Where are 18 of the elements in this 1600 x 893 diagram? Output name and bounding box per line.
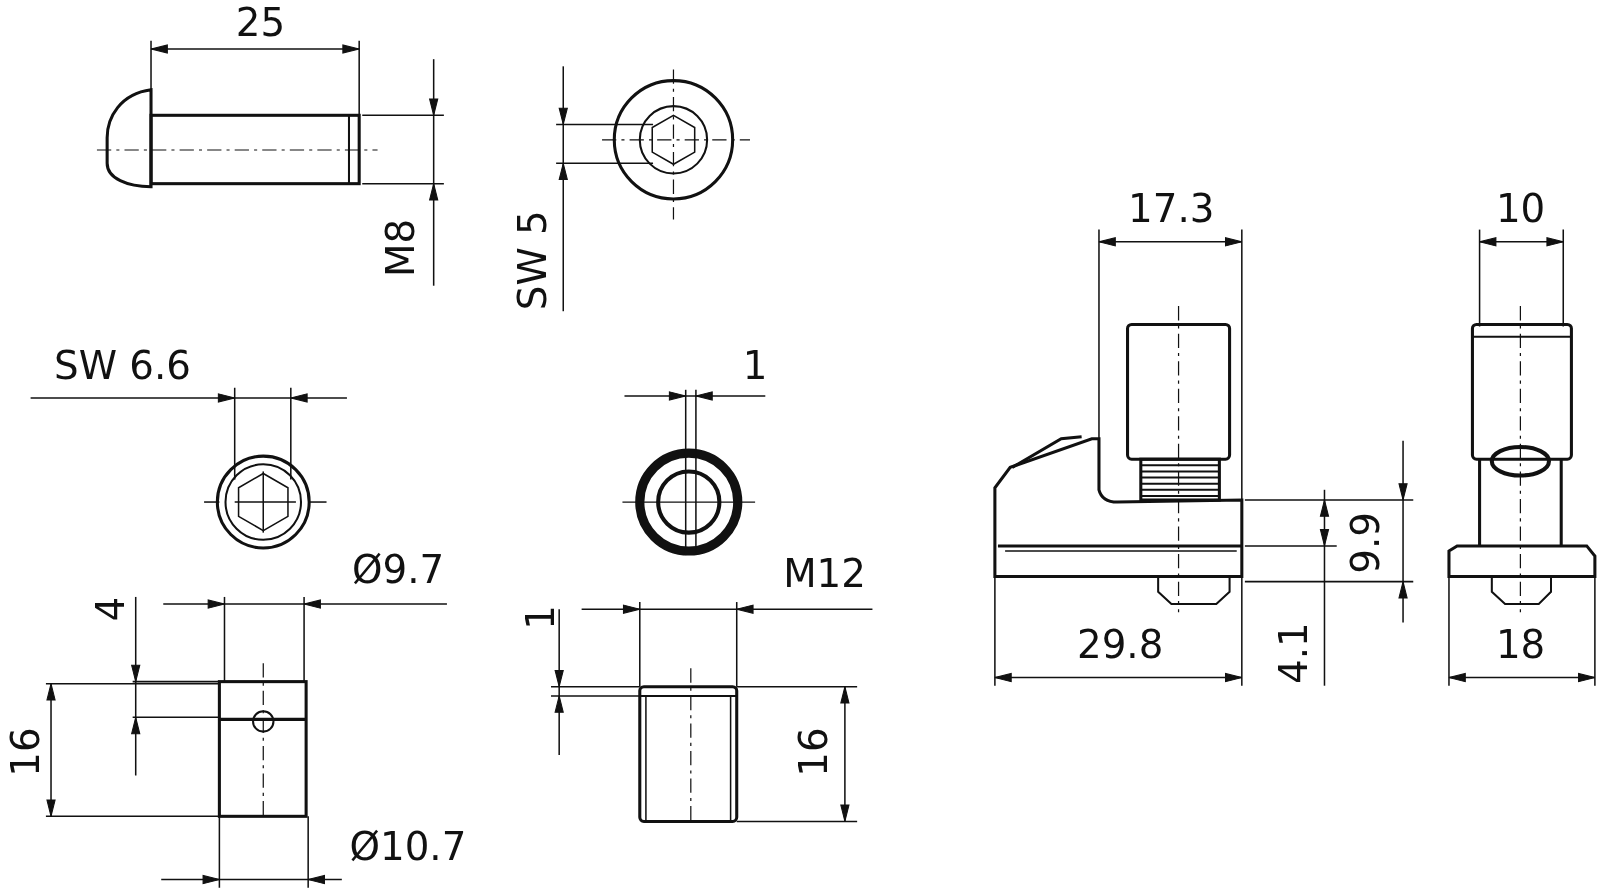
dimension-value: 4 (90, 596, 130, 622)
dimension-value: Ø9.7 (352, 550, 445, 589)
dimension-value: 29.8 (1077, 625, 1164, 665)
dimension-value: 1 (521, 605, 561, 630)
dimension-value: Ø10.7 (349, 827, 467, 867)
dimension-value: 16 (794, 727, 833, 777)
dimension-value: M8 (380, 218, 420, 277)
dimension-value: 16 (6, 727, 46, 777)
dimension-value: 18 (1495, 625, 1546, 665)
dimension-value: 25 (235, 3, 286, 42)
dimension-value: 9.9 (1346, 512, 1385, 574)
dimension-value: SW 5 (513, 210, 552, 311)
dimension-value: 17.3 (1128, 189, 1215, 229)
dimension-value: SW 6.6 (54, 345, 192, 385)
dimension-value: M12 (783, 554, 866, 593)
dimension-value: 4.1 (1274, 622, 1314, 684)
dimension-value: 1 (742, 345, 768, 385)
dimension-value: 10 (1495, 189, 1546, 229)
